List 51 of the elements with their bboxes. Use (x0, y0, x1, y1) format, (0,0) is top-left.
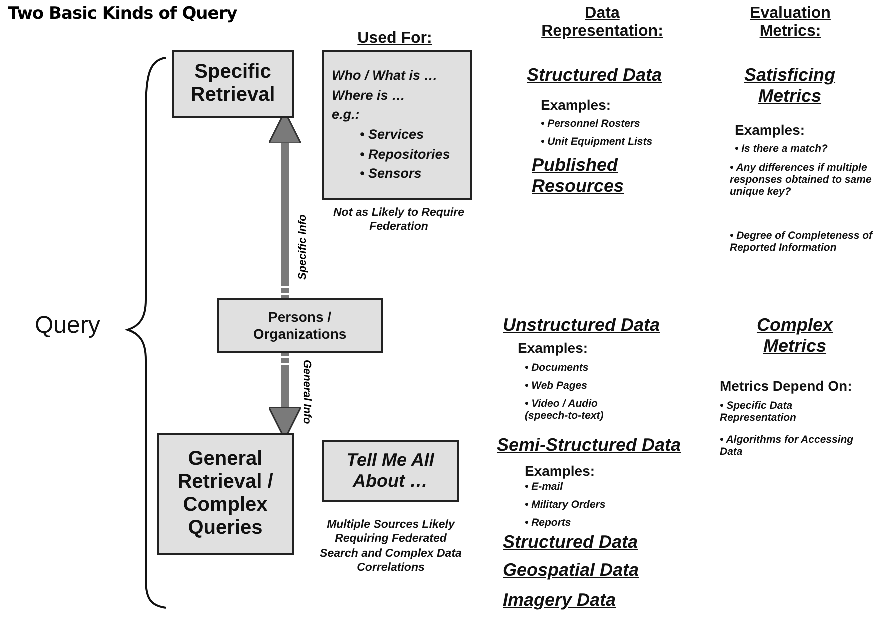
text-box (217, 298, 383, 353)
box-text: Tell Me All About … (346, 450, 436, 492)
column-heading: Data Representation: (540, 5, 664, 42)
bullet-item: • Video / Audio (speech-to-text) (525, 398, 605, 422)
text-box (322, 50, 472, 200)
category-heading: Imagery Data (503, 590, 618, 611)
edge-label: Specific Info (297, 214, 309, 280)
subheading: Examples: (735, 122, 806, 138)
category-heading: Structured Data (503, 532, 640, 553)
bullet-item: • Personnel Rosters (541, 118, 642, 130)
note-text: Not as Likely to Require Federation (332, 206, 466, 235)
box-text: General Retrieval / Complex Queries (176, 448, 274, 540)
subheading: Examples: (518, 340, 590, 356)
bullet-item: • Web Pages (525, 380, 588, 392)
box-text: Who / What is … (332, 67, 439, 86)
text-box (322, 440, 459, 502)
bullet-item: • Algorithms for Accessing Data (720, 434, 855, 458)
subheading: Examples: (525, 463, 596, 480)
column-heading: Evaluation Metrics: (749, 5, 832, 42)
box-text: Where is … (332, 86, 407, 105)
subheading: Examples: (541, 97, 612, 114)
box-text: • Repositories (359, 146, 452, 164)
box-text: e.g.: (332, 106, 361, 124)
bullet-item: • Is there a match? (735, 143, 829, 156)
bullet-item: • Unit Equipment Lists (541, 136, 654, 148)
text-box (157, 433, 294, 555)
box-text: Specific Retrieval (190, 61, 276, 107)
subheading: Metrics Depend On: (720, 378, 854, 394)
bullet-item: • Military Orders (525, 499, 607, 512)
box-text: • Services (359, 126, 426, 144)
bullet-item: • Specific Data Representation (720, 400, 798, 424)
note-text: Multiple Sources Likely Requiring Federated Search and Complex Data Correlations (319, 518, 463, 576)
category-heading: Structured Data (527, 65, 664, 86)
bullet-item: • Degree of Completeness of Reported Information (730, 230, 874, 254)
category-heading: Satisficing Metrics (743, 65, 837, 106)
category-heading: Published Resources (532, 155, 626, 196)
edge-label: General Info (301, 360, 313, 424)
category-heading: Complex Metrics (756, 315, 834, 356)
category-heading: Semi-Structured Data (497, 435, 682, 456)
category-heading: Geospatial Data (503, 560, 640, 581)
box-text: • Sensors (359, 165, 423, 184)
box-text: Persons / Organizations (252, 309, 348, 342)
bullet-item: • E-mail (525, 481, 564, 494)
bullet-item: • Documents (525, 362, 590, 374)
title: Two Basic Kinds of Query (8, 4, 238, 24)
bullet-item: • Any differences if multiple responses obtained to same unique key? (730, 162, 873, 198)
column-heading: Used For: (356, 30, 434, 48)
bracket-label: Query (35, 312, 102, 340)
category-heading: Unstructured Data (503, 315, 662, 336)
bullet-item: • Reports (525, 517, 572, 530)
text-box (172, 50, 294, 118)
